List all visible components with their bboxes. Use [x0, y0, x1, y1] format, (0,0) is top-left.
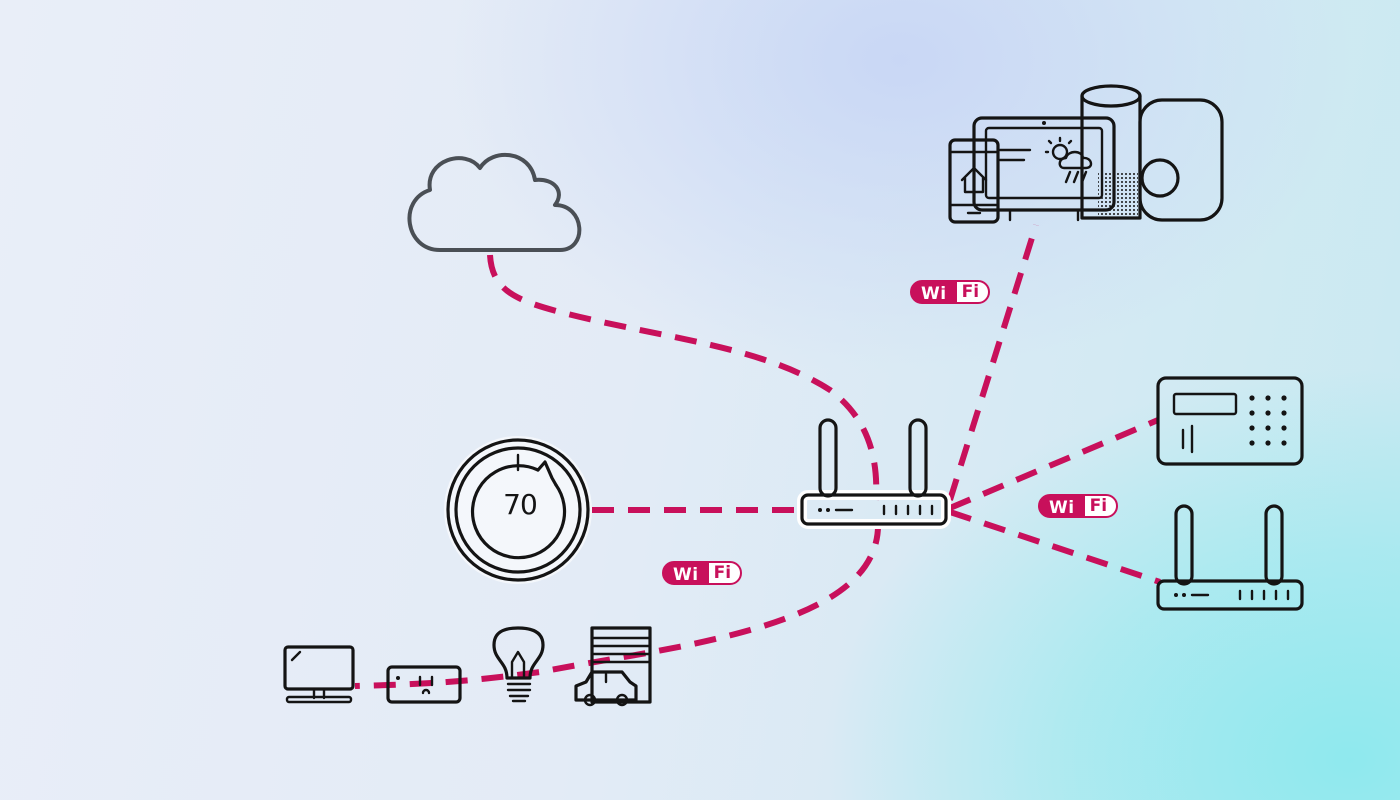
connection-cloud-router	[487, 254, 880, 501]
light-bulb-icon	[492, 626, 545, 703]
router-icon	[797, 418, 951, 529]
thermostat-icon	[444, 436, 592, 584]
wifi-badge-fi: Fi	[706, 561, 743, 585]
secondary-router-icon	[1156, 504, 1304, 611]
wifi-badge-bottom: Wi Fi	[662, 561, 743, 585]
wifi-badge-wi: Wi	[910, 280, 955, 304]
connection-router-secondary-router	[949, 509, 1161, 585]
cloud-icon	[407, 152, 582, 252]
wifi-badge-top: Wi Fi	[910, 280, 991, 304]
wifi-badge-right: Wi Fi	[1038, 494, 1119, 518]
wifi-badge-wi: Wi	[1038, 494, 1083, 518]
smart-devices-icon	[948, 84, 1224, 224]
thermostat-temperature: 70	[503, 488, 538, 521]
garage-car-icon	[574, 626, 652, 707]
wifi-badge-fi: Fi	[1082, 494, 1119, 518]
monitor-icon	[283, 645, 355, 704]
wifi-badge-wi: Wi	[662, 561, 707, 585]
connection-router-devices	[947, 224, 1039, 501]
connection-router-keypad	[948, 417, 1160, 511]
security-keypad-icon	[1156, 376, 1304, 466]
wifi-badge-fi: Fi	[954, 280, 991, 304]
smart-plug-icon	[386, 665, 462, 704]
